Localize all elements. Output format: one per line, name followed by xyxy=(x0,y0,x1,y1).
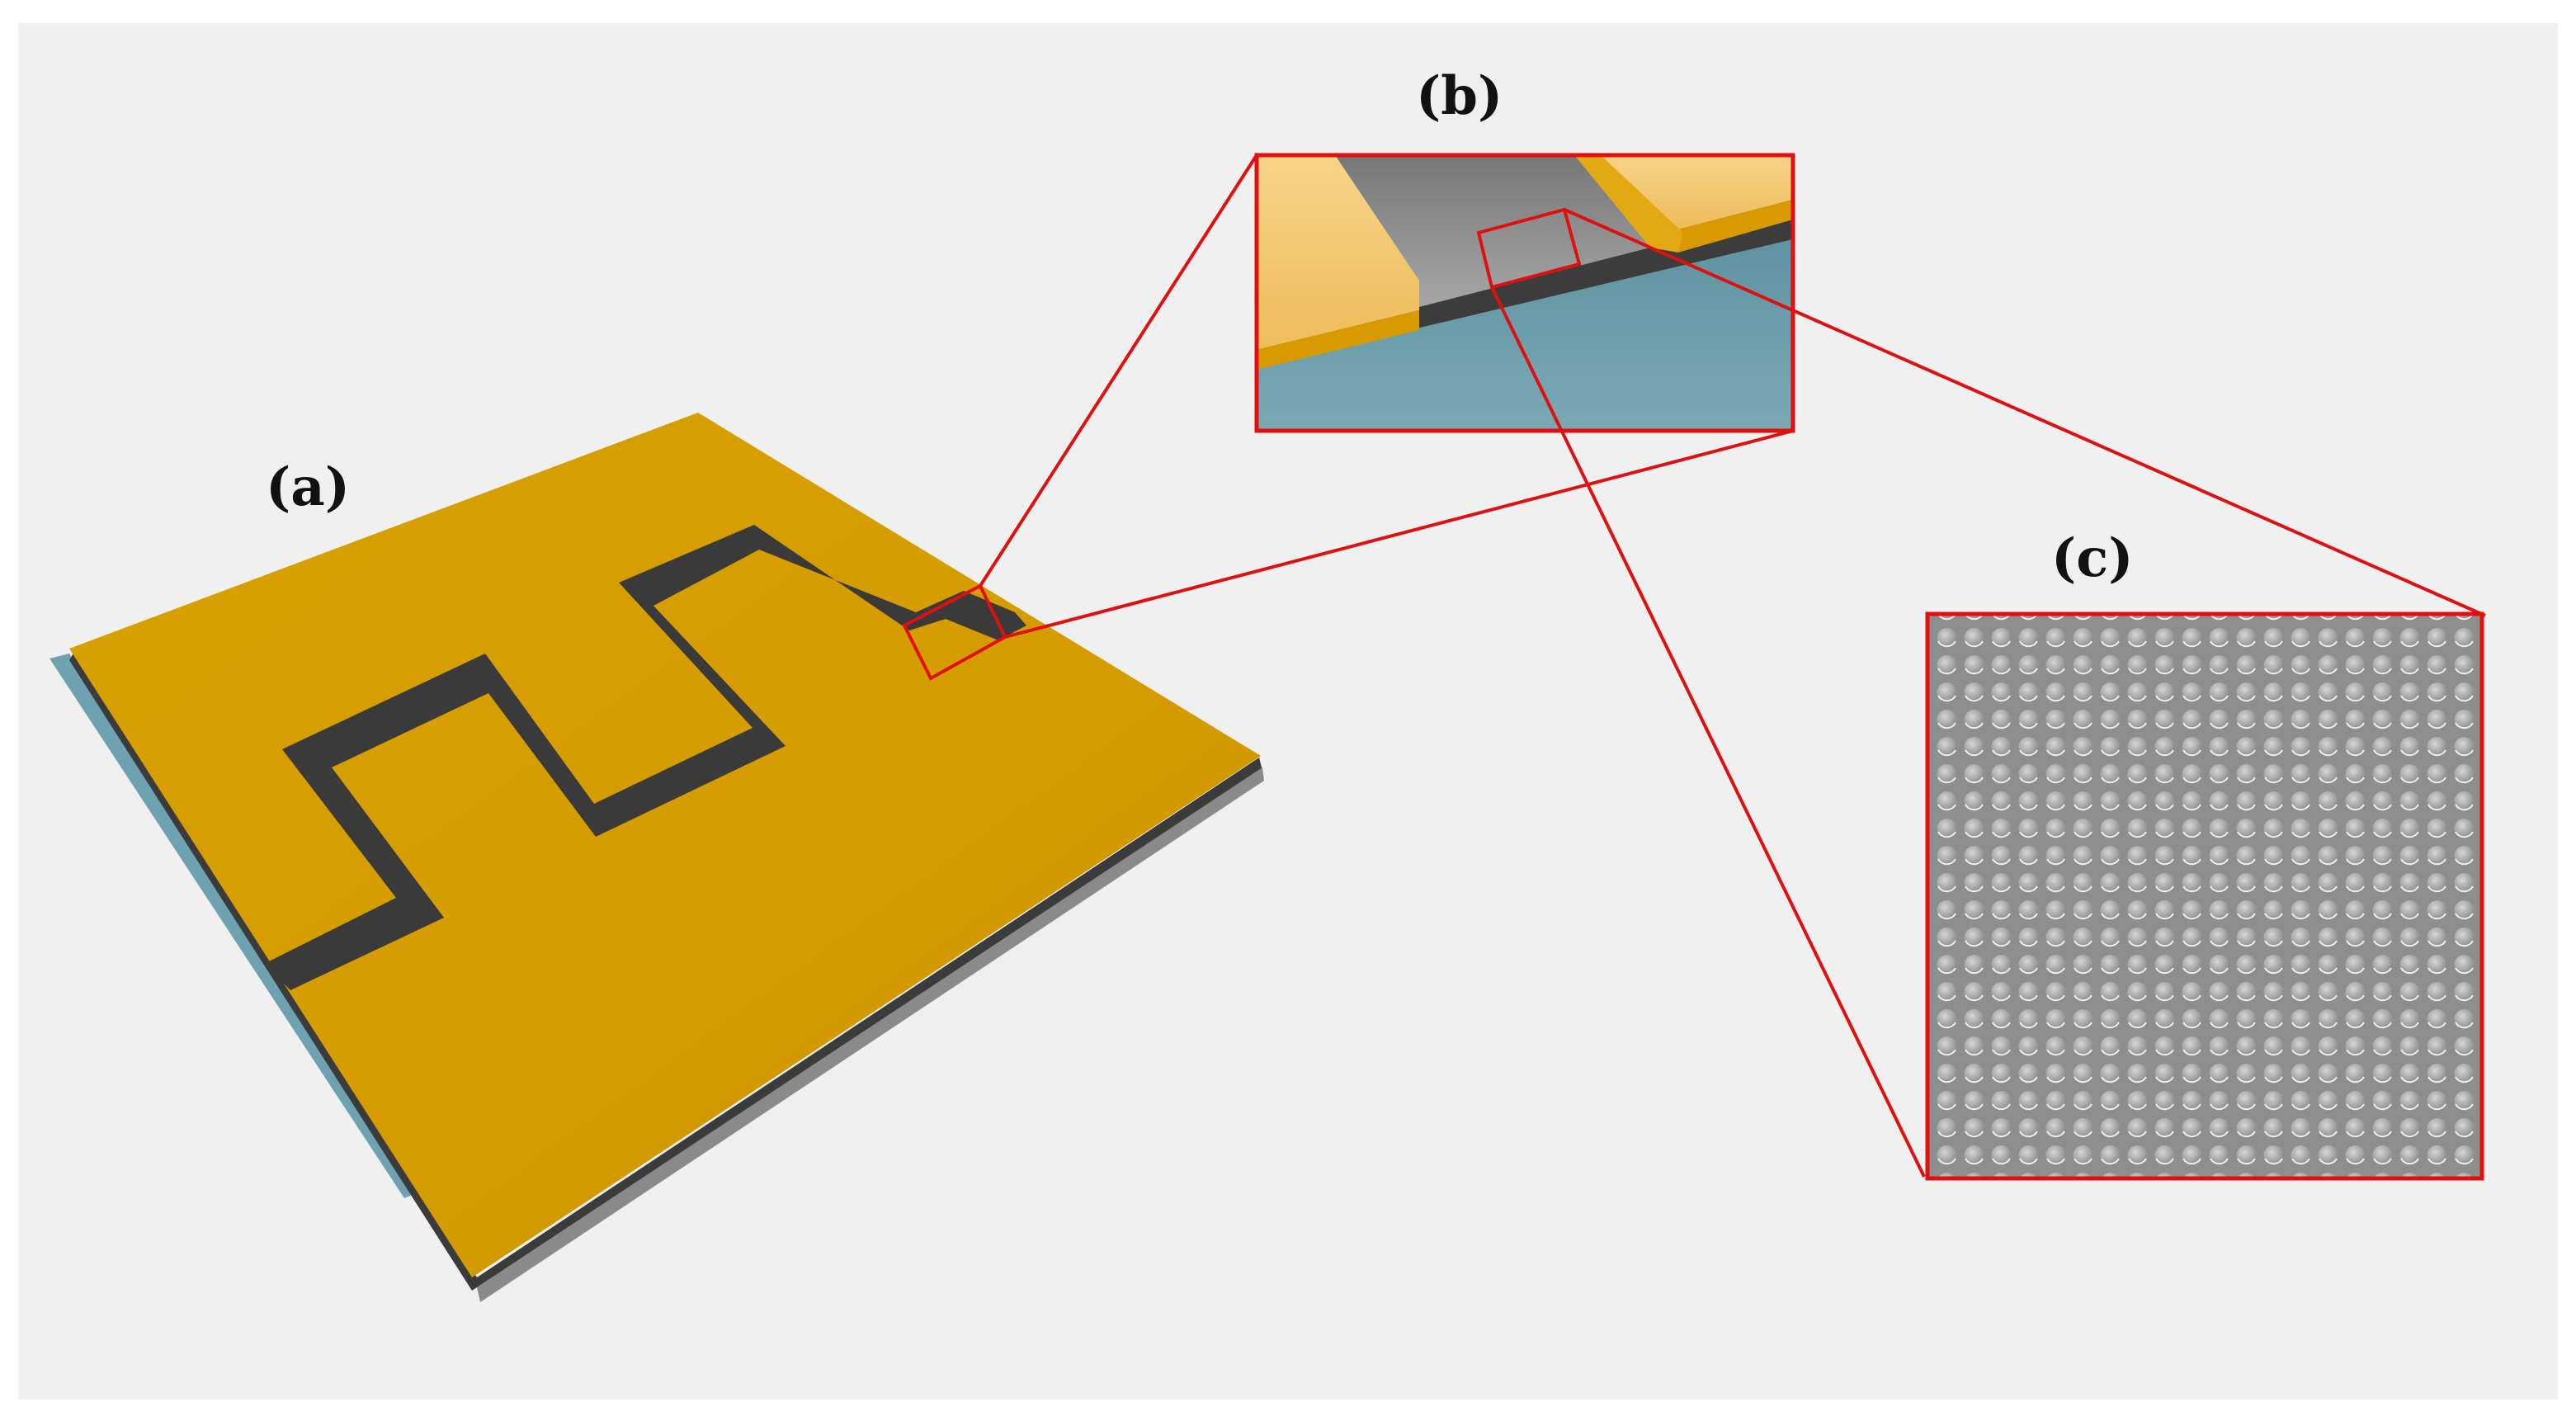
nano-surface xyxy=(1927,614,2482,1178)
bottom-edge-gray xyxy=(477,767,1264,1302)
zoom-lines-a-to-b xyxy=(979,153,1794,639)
cross-section-view xyxy=(1254,153,1795,433)
panel-label-a: (a) xyxy=(266,456,350,518)
zoom-lines-b-to-c xyxy=(1490,208,2486,1178)
gold-electrode-top xyxy=(69,413,1261,1277)
zoom-frame-c xyxy=(1925,611,2484,1181)
meander-channel xyxy=(264,525,1026,990)
panel-label-c: (c) xyxy=(2051,527,2134,589)
device-3d-view xyxy=(50,413,1264,1302)
nanostructure-view xyxy=(1925,611,2484,1181)
panel-label-b: (b) xyxy=(1416,65,1503,127)
zoom-frame-b xyxy=(1254,153,1795,433)
zoom-box-b xyxy=(1476,207,1582,290)
